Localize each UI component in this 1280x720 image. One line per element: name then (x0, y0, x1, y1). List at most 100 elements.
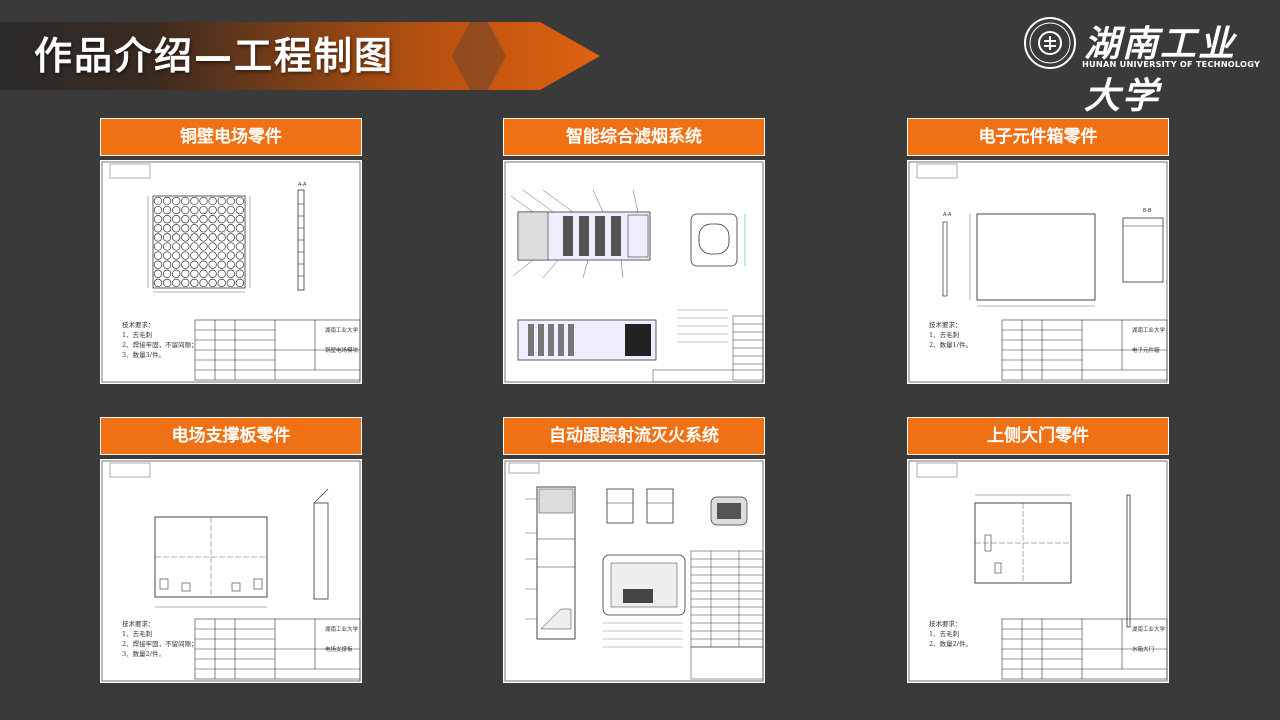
card-title: 智能综合滤烟系统 (503, 118, 765, 156)
drawing-hole (226, 233, 235, 242)
drawing-hole (153, 205, 163, 215)
card-title: 电场支撑板零件 (100, 417, 362, 455)
drawing-hole (235, 242, 245, 251)
card-upper-door-part: 上侧大门零件 技术要求： 1、去毛刺 2、数量2/件。 湖南工业大学 (907, 417, 1169, 683)
university-seal-icon (1024, 17, 1076, 69)
tech-note: 2、数量2/件。 (929, 639, 972, 648)
tech-note: 1、去毛刺 (122, 629, 152, 638)
card-field-support-plate: 电场支撑板零件 技术要求： 1、去毛刺 2、焊接牢固，不留间隙； 3、数量2/件… (100, 417, 362, 683)
drawing-hole (235, 196, 245, 206)
drawing-hole (181, 233, 190, 242)
drawing-hole (226, 224, 235, 233)
drawing-hole (190, 251, 199, 260)
drawing-hole (208, 224, 217, 233)
part-name: 电子元件箱 (1132, 346, 1160, 354)
drawing-hole (235, 269, 245, 278)
drawing-hole (172, 205, 181, 215)
tech-note: 1、去毛刺 (929, 330, 959, 339)
drawing-hole (208, 251, 217, 260)
drawing-hole (153, 278, 163, 288)
page-title: 作品介绍—工程制图 (34, 34, 395, 78)
tech-note: 2、焊接牢固，不留间隙； (122, 639, 198, 648)
drawing-hole (235, 278, 245, 288)
drawing-hole (199, 278, 208, 288)
drawing-hole (181, 251, 190, 260)
engineering-drawing: A-A 技术要求： 1、去毛刺 2、焊接牢固，不留间隙； 3、数量3/件。 湖南… (100, 160, 362, 384)
drawing-hole (190, 205, 199, 215)
school-name: 湖南工业大学 (325, 326, 359, 334)
engineering-drawing (503, 160, 765, 384)
drawing-hole (153, 251, 163, 260)
drawing-hole (190, 224, 199, 233)
drawing-hole (235, 251, 245, 260)
drawing-hole (181, 215, 190, 224)
card-title: 自动跟踪射流灭火系统 (503, 417, 765, 455)
drawing-hole (162, 278, 172, 288)
drawing-hole (190, 196, 199, 206)
drawing-hole (181, 269, 190, 278)
drawing-hole (199, 260, 208, 269)
title-banner (0, 22, 600, 90)
drawing-hole (217, 233, 226, 242)
school-name: 湖南工业大学 (1132, 326, 1166, 334)
drawing-hole (172, 215, 181, 224)
drawing-hole (226, 205, 235, 215)
drawing-hole (153, 269, 163, 278)
drawing-hole (235, 233, 245, 242)
card-title: 上侧大门零件 (907, 417, 1169, 455)
drawing-hole (199, 196, 208, 206)
card-electronic-box-part: 电子元件箱零件 A-A B-B 技术要求： 1、去毛刺 2、数量1/件。 (907, 118, 1169, 384)
tech-note: 3、数量2/件。 (122, 649, 165, 658)
drawing-hole (199, 242, 208, 251)
drawing-hole (226, 269, 235, 278)
drawing-hole (153, 215, 163, 224)
drawing-hole (162, 233, 172, 242)
drawing-hole (172, 233, 181, 242)
drawing-hole (153, 224, 163, 233)
drawing-hole (153, 196, 163, 206)
tech-note: 1、去毛刺 (929, 629, 959, 638)
drawing-hole (190, 233, 199, 242)
drawing-hole (226, 215, 235, 224)
drawing-hole (217, 224, 226, 233)
drawing-hole (181, 224, 190, 233)
part-name: 铜壁电场模块 (325, 346, 359, 354)
drawing-hole (162, 196, 172, 206)
svg-text:B-B: B-B (1143, 208, 1152, 214)
drawing-hole (217, 215, 226, 224)
drawing-hole (208, 260, 217, 269)
tech-note: 技术要求： (122, 320, 155, 329)
drawing-hole (190, 215, 199, 224)
tech-note: 技术要求： (929, 619, 962, 628)
drawing-hole (172, 224, 181, 233)
drawing-hole (217, 260, 226, 269)
school-name: 湖南工业大学 (1132, 625, 1166, 633)
drawing-hole (162, 224, 172, 233)
drawing-hole (199, 215, 208, 224)
engineering-drawing: A-A B-B 技术要求： 1、去毛刺 2、数量1/件。 湖南工业大学 电子元件… (907, 160, 1169, 384)
drawing-hole (199, 269, 208, 278)
logo-name-en: HUNAN UNIVERSITY OF TECHNOLOGY (1082, 59, 1261, 69)
engineering-drawing: 技术要求： 1、去毛刺 2、数量2/件。 湖南工业大学 水箱大门 (907, 459, 1169, 683)
drawing-hole (190, 242, 199, 251)
svg-text:A-A: A-A (298, 182, 307, 188)
drawing-hole (235, 224, 245, 233)
card-fire-extinguish-system: 自动跟踪射流灭火系统 (503, 417, 765, 683)
drawing-hole (153, 233, 163, 242)
drawing-hole (235, 260, 245, 269)
drawing-hole (172, 251, 181, 260)
drawing-hole (190, 260, 199, 269)
card-title: 铜壁电场零件 (100, 118, 362, 156)
drawing-hole (208, 215, 217, 224)
drawing-hole (181, 260, 190, 269)
engineering-drawing: 技术要求： 1、去毛刺 2、焊接牢固，不留间隙； 3、数量2/件。 湖南工业大学… (100, 459, 362, 683)
drawing-hole (208, 205, 217, 215)
drawing-hole (190, 278, 199, 288)
card-copper-field-part: 铜壁电场零件 A-A 技术要求： 1、去毛刺 2、焊接牢固，不留间隙； (100, 118, 362, 384)
university-logo: 湖南工业大学 HUNAN UNIVERSITY OF TECHNOLOGY (1024, 15, 1260, 117)
drawing-hole (217, 242, 226, 251)
drawing-hole (208, 233, 217, 242)
drawing-hole (208, 196, 217, 206)
drawing-hole (217, 196, 226, 206)
drawing-hole (162, 251, 172, 260)
